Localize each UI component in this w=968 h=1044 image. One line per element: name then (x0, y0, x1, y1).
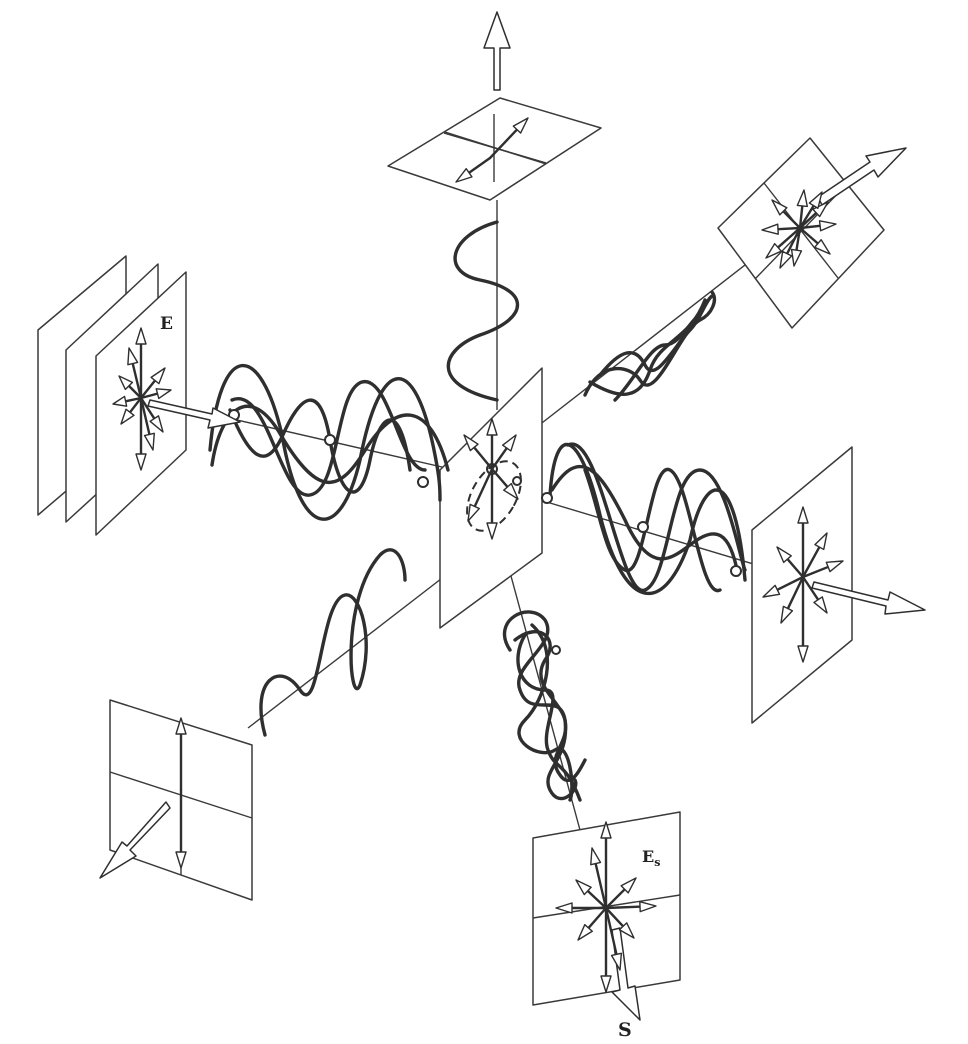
lower-left-wave (259, 548, 407, 737)
field-arrow (801, 575, 828, 614)
incident-arrow (147, 399, 241, 429)
incident-planes (37, 255, 187, 536)
forward-arrow (811, 581, 926, 615)
field-arrow (590, 847, 608, 910)
field-arrow (467, 467, 494, 522)
field-arrow (796, 189, 808, 230)
field-arrow (139, 396, 164, 433)
lower-waves (502, 610, 587, 802)
field-arrow (577, 906, 608, 941)
field-arrow (486, 418, 498, 471)
poynting-arrow (611, 927, 641, 1021)
field-arrows (112, 117, 844, 993)
field-arrow (555, 902, 608, 914)
incident-wave-2 (210, 404, 450, 485)
upper-right-arrow (817, 147, 907, 206)
field-arrow (762, 575, 805, 598)
field-arrow (135, 327, 147, 400)
forward-wave-4 (566, 442, 747, 592)
field-arrow (801, 532, 828, 579)
field-arrow (771, 199, 802, 230)
incident-wave-1 (208, 363, 442, 521)
field-arrow (120, 396, 143, 425)
field-arrow (780, 575, 805, 624)
field-arrow (779, 226, 802, 269)
field-arrow (776, 546, 805, 579)
field-arrow (765, 226, 802, 259)
field-arrow (797, 575, 809, 663)
field-arrow (490, 434, 517, 471)
upward-wave (446, 220, 520, 402)
dipole-orbit (466, 460, 522, 532)
field-arrow (604, 900, 657, 913)
field-arrow (801, 560, 844, 579)
field-arrow (112, 395, 143, 407)
incident-field-label: E (160, 314, 173, 334)
forward-waves (548, 442, 747, 596)
field-arrow (798, 226, 831, 255)
field-arrow (455, 156, 492, 183)
field-arrow (490, 467, 519, 500)
scattered-field-label: Es (642, 847, 660, 869)
poynting-vector-label: S (618, 1019, 632, 1041)
forward-wave-3 (583, 468, 722, 592)
upper-right-waves (583, 290, 717, 402)
field-arrow (797, 506, 809, 579)
field-arrow (488, 117, 529, 160)
forward-axis (539, 499, 791, 576)
field-arrow (135, 396, 147, 471)
field-arrow (600, 906, 612, 993)
lower-axis (507, 564, 581, 831)
field-arrow (486, 467, 498, 540)
field-arrow (175, 717, 187, 792)
field-arrow (575, 879, 608, 910)
field-arrow (463, 434, 494, 471)
field-arrow (604, 906, 623, 971)
lower-left-axis (247, 554, 473, 729)
forward-wave-2 (550, 464, 740, 577)
field-arrow (139, 367, 166, 400)
upper-right-plane (717, 137, 885, 329)
field-arrow (127, 347, 143, 400)
field-arrow (139, 396, 155, 451)
field-arrow (118, 375, 143, 400)
field-arrow (761, 223, 802, 235)
incident-wave-4 (230, 380, 427, 497)
field-arrow (798, 220, 837, 232)
up-arrow (483, 11, 511, 91)
field-arrow (604, 877, 637, 910)
field-arrow (600, 821, 612, 910)
field-arrow (798, 191, 823, 230)
field-arrow (604, 906, 635, 939)
field-arrow (175, 788, 187, 869)
field-arrow (139, 388, 172, 400)
lower-left-arrow (99, 801, 171, 879)
propagation-arrows (99, 11, 926, 1021)
